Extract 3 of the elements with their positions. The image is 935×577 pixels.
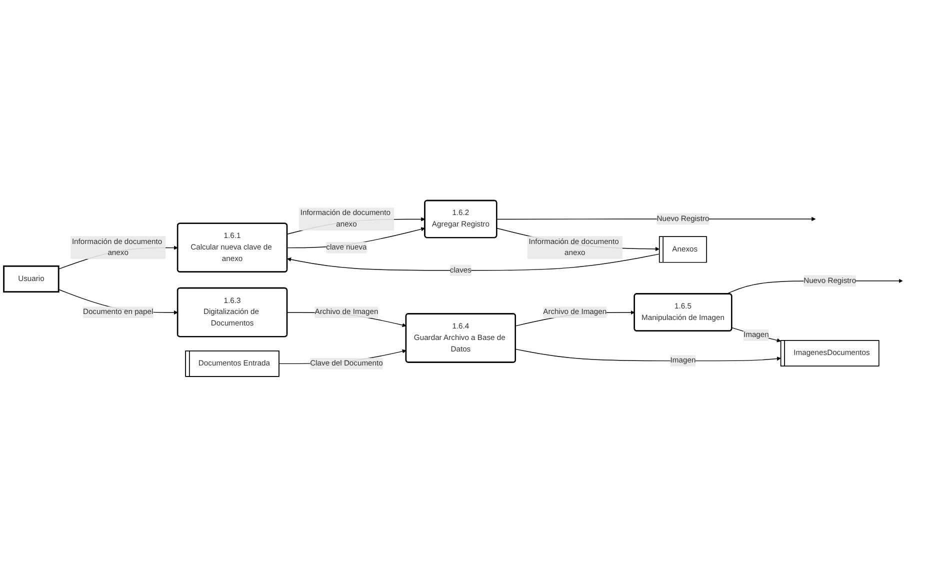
arrow [731,327,781,342]
arrow [515,348,781,362]
arrow [287,254,660,271]
